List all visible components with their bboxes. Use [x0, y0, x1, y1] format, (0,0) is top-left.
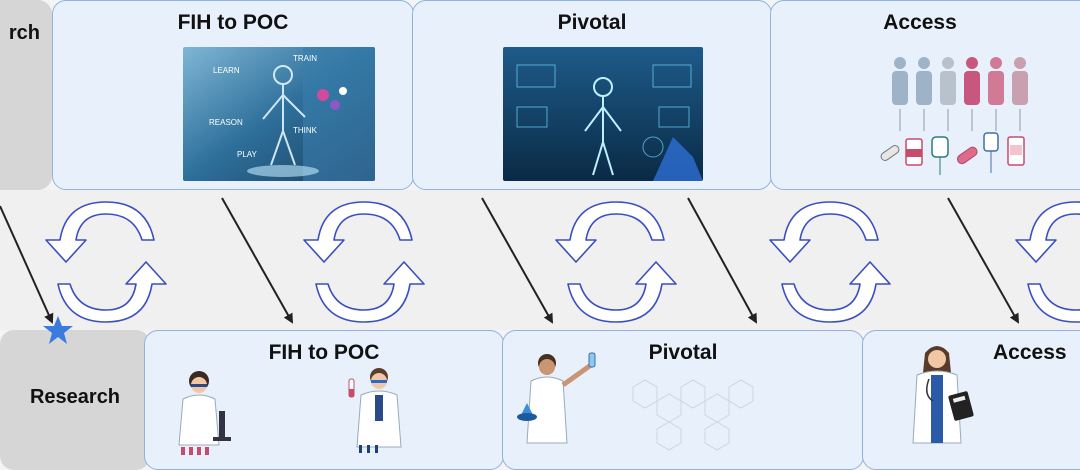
bottom-panel-title: Access	[993, 341, 1067, 364]
bottom-panel-title: FIH to POC	[268, 341, 380, 364]
bottom-left-label-tab: Research	[0, 330, 150, 470]
ai-humanoid-photo: LEARN TRAIN REASON THINK PLAY	[183, 47, 375, 181]
image-text-play: PLAY	[237, 150, 258, 159]
cycle-arrow-icon	[303, 201, 425, 323]
iv-bag-icon	[931, 136, 949, 175]
top-panel-title: Access	[883, 11, 957, 34]
top-panel-title: Pivotal	[557, 11, 627, 34]
bottom-panel-title: Pivotal	[648, 341, 718, 364]
top-left-label-tab: rch	[0, 0, 52, 190]
scientist-with-microscope-illustration	[178, 371, 231, 455]
process-band	[0, 190, 1080, 330]
cycle-arrow-icon	[45, 201, 167, 323]
image-text-train: TRAIN	[293, 54, 317, 63]
drip-icon	[983, 132, 999, 173]
person-icon	[916, 57, 932, 105]
cycle-arrow-icon	[1015, 201, 1080, 323]
star-icon	[43, 316, 73, 344]
person-icon	[1012, 57, 1028, 105]
process-flow-overlay	[0, 197, 1080, 344]
vial-icon	[905, 138, 923, 166]
image-text-reason: REASON	[209, 118, 243, 127]
patients-and-medicines-icons	[880, 57, 1028, 175]
top-panel-access: Access	[770, 0, 1080, 190]
bottom-left-label: Research	[29, 385, 121, 408]
person-icon	[964, 57, 980, 105]
cycle-arrow-icon	[769, 201, 891, 323]
diagonal-arrows	[0, 197, 1019, 324]
image-text-learn: LEARN	[213, 66, 240, 75]
image-text-think: THINK	[293, 126, 318, 135]
capsule-icon	[956, 146, 978, 165]
person-icon	[892, 57, 908, 105]
scientist-with-flask-illustration	[517, 352, 596, 444]
hexagon-molecule-background	[632, 379, 754, 451]
bottle-icon	[1007, 136, 1025, 166]
cycle-arrow-icon	[555, 201, 677, 323]
top-panel-fih-to-poc: FIH to POC	[52, 0, 414, 190]
top-left-label: rch	[8, 22, 40, 44]
person-icon	[988, 57, 1004, 105]
holographic-body-photo	[503, 47, 703, 181]
person-icon	[940, 57, 956, 105]
pill-icon	[880, 145, 900, 161]
scientist-with-test-tube-illustration	[348, 368, 402, 453]
doctor-with-clipboard-illustration	[912, 346, 974, 444]
bottom-panel-access: Access	[862, 330, 1080, 470]
bottom-panel-fih-to-poc: FIH to POC	[144, 330, 504, 470]
top-panel-title: FIH to POC	[177, 11, 289, 34]
